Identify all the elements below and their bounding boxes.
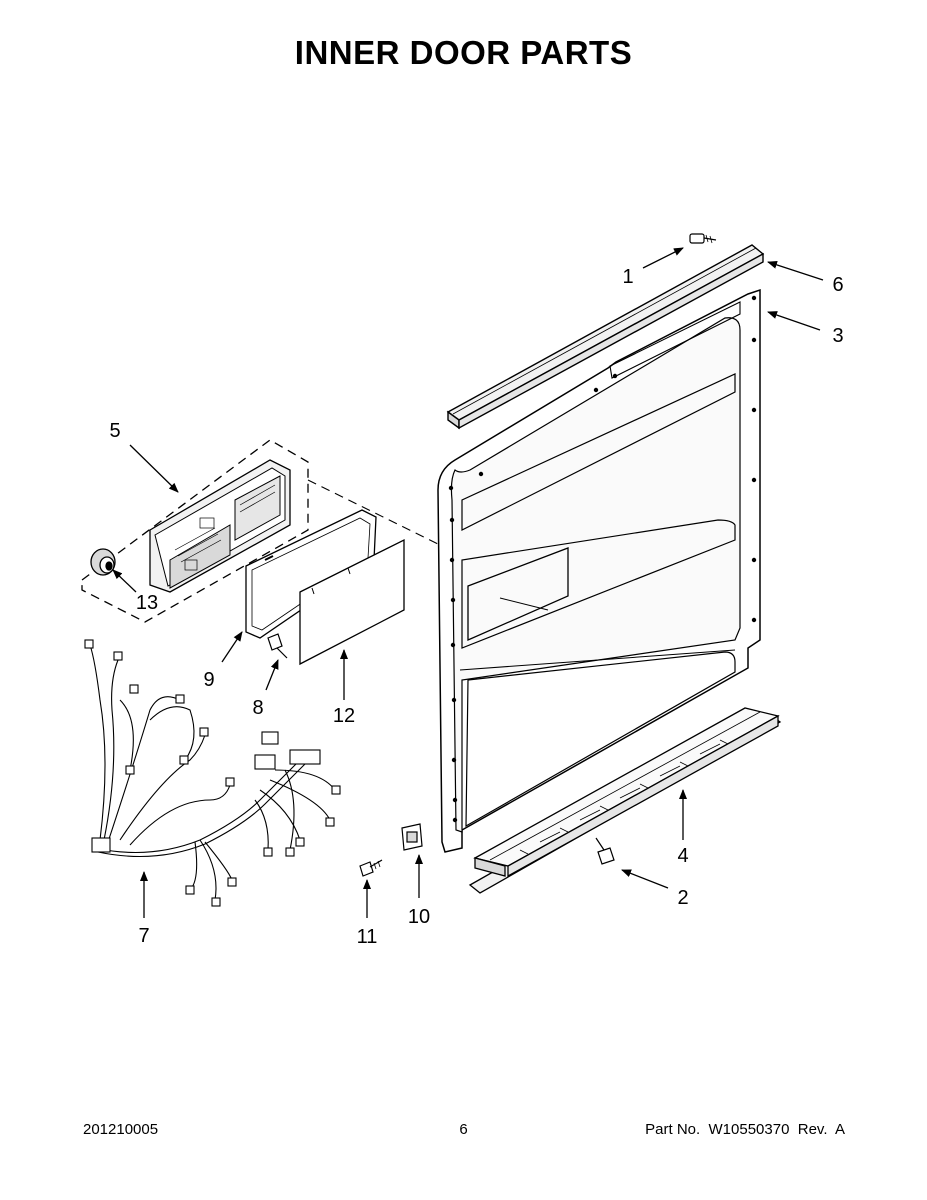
callout-9: 9 — [203, 669, 214, 691]
callout-8: 8 — [252, 697, 263, 719]
part-7-wire-harness — [84, 639, 341, 907]
leader-2 — [621, 869, 669, 889]
part-6-top-trim — [446, 244, 765, 430]
part-13-knob — [90, 548, 116, 576]
leader-8 — [265, 659, 279, 691]
part-1-screw — [689, 233, 717, 244]
part-4-bottom-strip — [468, 707, 782, 894]
leader-5 — [129, 444, 179, 493]
footer-part-number: Part No. W10550370 Rev. A — [645, 1121, 845, 1138]
callout-4: 4 — [677, 845, 688, 867]
leader-1 — [642, 247, 684, 269]
leader-3 — [767, 311, 821, 331]
part-11-screw — [359, 859, 383, 877]
part-12-cover-panel — [299, 538, 405, 666]
footer-doc-code: 201210005 — [83, 1121, 159, 1138]
callout-labels: 1 6 3 5 13 9 8 12 4 2 10 11 7 — [109, 266, 843, 948]
part-3-inner-door — [437, 288, 761, 853]
part-2-screw — [595, 837, 615, 865]
part-5-control-assembly — [81, 439, 441, 623]
page-title: INNER DOOR PARTS — [294, 34, 633, 71]
footer-page-number: 6 — [459, 1121, 468, 1138]
leader-lines — [112, 247, 824, 918]
callout-10: 10 — [408, 906, 430, 928]
leader-13 — [112, 569, 137, 593]
callout-6: 6 — [832, 274, 843, 296]
callout-1: 1 — [622, 266, 633, 288]
callout-12: 12 — [333, 705, 355, 727]
callout-11: 11 — [357, 926, 378, 948]
leader-6 — [767, 260, 824, 281]
leader-9 — [221, 631, 243, 663]
callout-7: 7 — [138, 925, 149, 947]
callout-13: 13 — [136, 592, 158, 614]
callout-5: 5 — [109, 420, 120, 442]
part-10-bracket — [401, 823, 423, 851]
callout-2: 2 — [677, 887, 688, 909]
part-8-screw — [267, 633, 288, 659]
callout-3: 3 — [832, 325, 843, 347]
